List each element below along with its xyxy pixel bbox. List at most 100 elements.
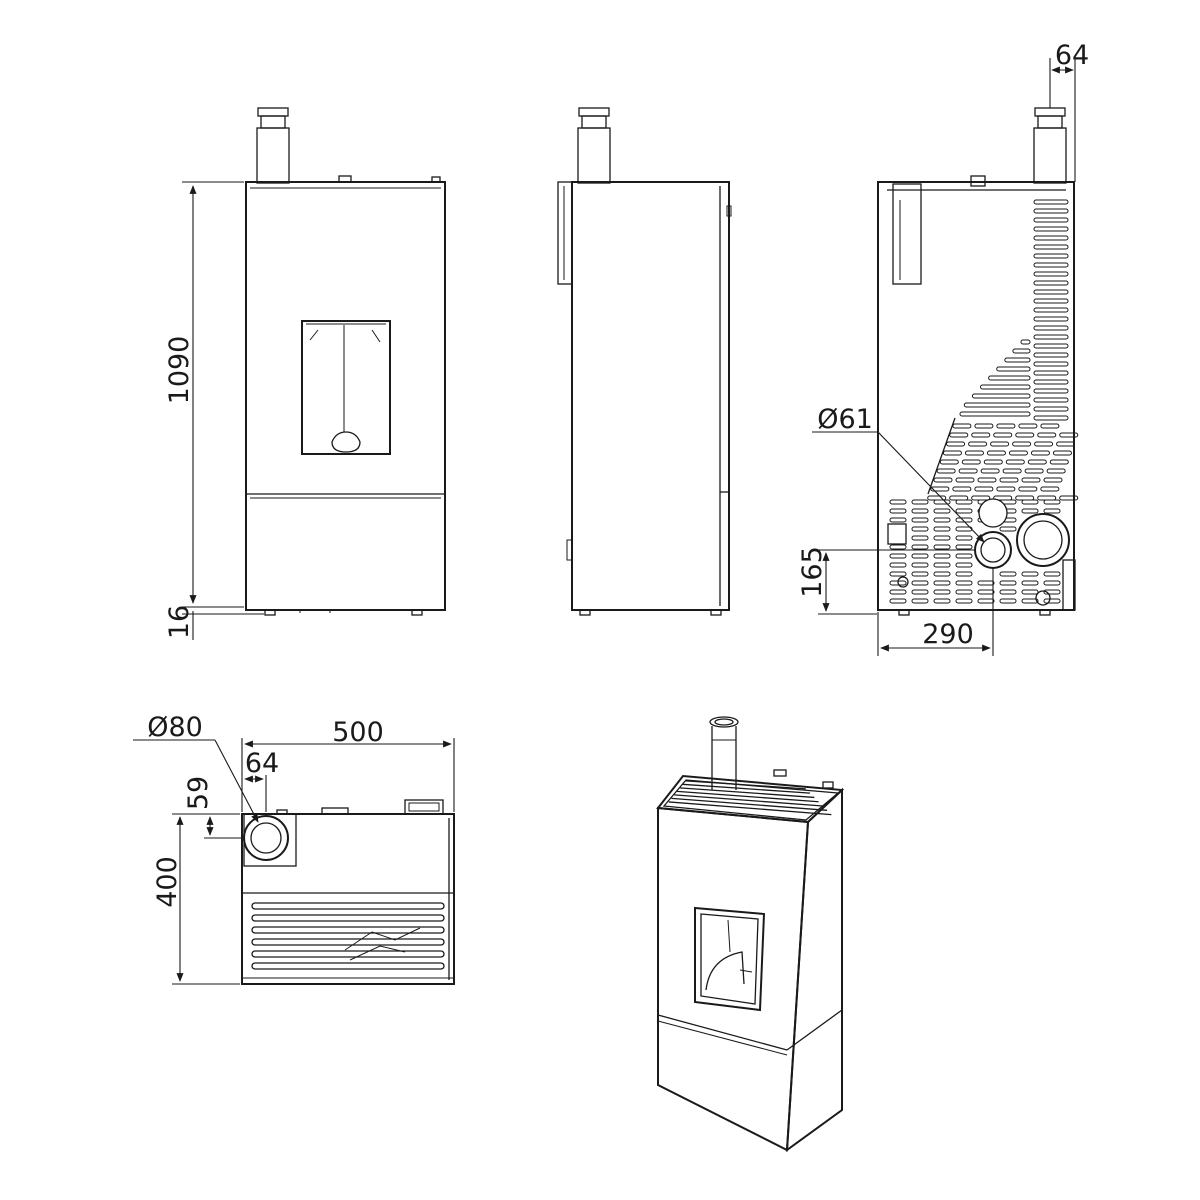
vent-slot: [999, 598, 1017, 604]
vent-slot: [977, 477, 997, 483]
vent-slot: [1033, 235, 1069, 241]
vent-slot: [1043, 499, 1061, 505]
vent-slot: [933, 517, 951, 523]
vent-slot: [933, 571, 951, 577]
vent-slot: [1033, 253, 1069, 259]
top-outlet-diameter-leader: [214, 739, 259, 823]
vent-slot: [889, 553, 907, 559]
vent-slot: [933, 553, 951, 559]
vent-slot: [1008, 450, 1028, 456]
front-foot-right: [411, 609, 423, 616]
vent-slot: [889, 508, 907, 514]
vent-slot: [999, 526, 1017, 532]
vent-slot: [1052, 450, 1072, 456]
vent-slot: [933, 544, 951, 550]
vent-slot: [911, 517, 929, 523]
vent-slot: [1021, 571, 1039, 577]
vent-slot: [955, 535, 973, 541]
vent-slot: [996, 486, 1016, 492]
vent-slot: [955, 553, 973, 559]
vent-slot: [986, 450, 1006, 456]
vent-slot: [1033, 352, 1069, 358]
side-foot-left: [579, 609, 591, 616]
vent-slot: [936, 468, 956, 474]
iso-grille-slat: [676, 790, 819, 803]
front-foot-left: [264, 609, 276, 616]
vent-slot: [1034, 441, 1054, 447]
iso-grille-slat: [679, 787, 815, 799]
front-height-label: 1090: [164, 336, 195, 405]
vent-slot: [1040, 423, 1060, 429]
front-fire-window: [301, 320, 391, 455]
vent-slot: [942, 450, 962, 456]
vent-slot: [974, 486, 994, 492]
vent-slot: [933, 589, 951, 595]
vent-slot: [1033, 388, 1069, 394]
back-body: [877, 181, 1075, 611]
vent-slot: [999, 477, 1019, 483]
top-outlet-offset-y-label: 59: [183, 776, 214, 810]
vent-slot: [911, 544, 929, 550]
vent-slot: [1059, 495, 1079, 501]
vent-slot: [996, 423, 1016, 429]
vent-slot: [889, 499, 907, 505]
vent-slot: [1015, 432, 1035, 438]
vent-slot: [971, 393, 1031, 399]
vent-slot: [889, 571, 907, 577]
vent-slot: [1040, 486, 1060, 492]
vent-slot: [955, 589, 973, 595]
vent-slot: [1037, 432, 1057, 438]
vent-slot: [1033, 334, 1069, 340]
front-flue-collar: [257, 107, 289, 117]
vent-slot: [1024, 468, 1044, 474]
top-body: [241, 813, 455, 985]
vent-slot: [1015, 495, 1035, 501]
vent-slot: [889, 589, 907, 595]
vent-slot: [955, 508, 973, 514]
vent-slot: [933, 580, 951, 586]
vent-slot: [1021, 477, 1041, 483]
vent-slot: [1043, 580, 1061, 586]
vent-slot: [889, 598, 907, 604]
grille-slat: [251, 938, 445, 946]
vent-slot: [1033, 316, 1069, 322]
iso-fire-window: [694, 906, 766, 1012]
vent-slot: [1033, 379, 1069, 385]
vent-slot: [1033, 217, 1069, 223]
vent-slot: [911, 562, 929, 568]
vent-slot: [999, 580, 1017, 586]
front-foot-label: 16: [164, 605, 195, 639]
grille-slat: [251, 950, 445, 958]
vent-slot: [1020, 339, 1031, 345]
vent-slot: [889, 562, 907, 568]
vent-slot: [955, 598, 973, 604]
grille-slat: [251, 926, 445, 934]
vent-slot: [983, 459, 1003, 465]
vent-slot: [1021, 589, 1039, 595]
vent-slot: [1005, 459, 1025, 465]
vent-slot: [1033, 208, 1069, 214]
vent-slot: [1033, 298, 1069, 304]
vent-slot: [1033, 343, 1069, 349]
vent-slot: [1037, 495, 1057, 501]
vent-slot: [1033, 289, 1069, 295]
vent-slot: [933, 598, 951, 604]
grille-slat: [251, 962, 445, 970]
back-flue-collar: [1034, 107, 1066, 117]
vent-slot: [988, 375, 1031, 381]
vent-slot: [955, 571, 973, 577]
front-top-knob: [338, 175, 352, 183]
iso-front-face: [657, 806, 810, 1152]
vent-slot: [952, 486, 972, 492]
vent-slot: [955, 580, 973, 586]
vent-slot: [1004, 357, 1031, 363]
vent-slot: [968, 441, 988, 447]
vent-slot: [1043, 508, 1061, 514]
back-flue-diameter-leader: [877, 431, 985, 543]
vent-slot: [1030, 450, 1050, 456]
back-view: 64 Ø61 165 290: [797, 40, 1089, 656]
iso-top-grille: [668, 780, 832, 816]
top-grille-slats: [251, 902, 445, 970]
back-hopper-bracket: [892, 183, 922, 285]
